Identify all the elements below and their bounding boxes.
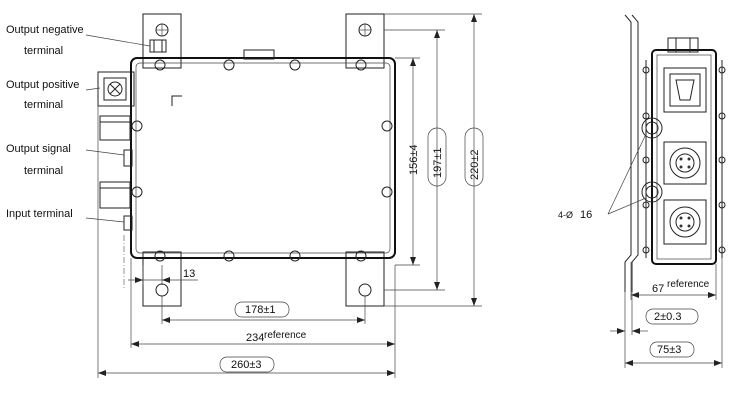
label-output-negative-2: terminal xyxy=(24,45,63,57)
side-connector-middle xyxy=(663,141,707,185)
label-output-signal-2: terminal xyxy=(24,165,63,177)
output-negative-terminal xyxy=(149,39,167,53)
side-bolts xyxy=(642,60,726,258)
label-output-signal-1: Output signal xyxy=(6,143,71,155)
dim-260: 260±3 xyxy=(231,359,262,371)
side-connector-top xyxy=(663,67,707,113)
label-output-negative-1: Output negative xyxy=(6,24,84,36)
side-view: 4-Ø 16 xyxy=(558,14,726,292)
output-positive-terminal xyxy=(97,71,135,107)
label-leaders xyxy=(85,34,151,223)
dim-197: 197±1 xyxy=(432,147,444,178)
mounting-ear-top-left xyxy=(142,13,182,69)
output-signal-terminal xyxy=(99,115,133,167)
dim-234-ref: reference xyxy=(264,330,307,341)
mounting-ear-top-right xyxy=(345,13,385,69)
side-dimensions: 67 reference 2±0.3 75±3 xyxy=(610,258,723,368)
front-dimensions: 156±4 197±1 220±2 13 178±1 xyxy=(97,13,484,378)
dim-67: 67 xyxy=(652,283,664,295)
hole-value: 16 xyxy=(580,209,592,221)
housing-outline xyxy=(130,57,396,259)
dim-2: 2±0.3 xyxy=(654,311,681,323)
hole-callout: 4-Ø 16 xyxy=(558,209,592,221)
label-output-positive-2: terminal xyxy=(24,99,63,111)
label-input-terminal: Input terminal xyxy=(6,208,73,220)
dim-67-ref: reference xyxy=(667,279,710,290)
housing-inner-outline xyxy=(135,62,391,254)
front-view xyxy=(85,13,396,307)
dim-234: 234 xyxy=(246,332,264,344)
dim-13: 13 xyxy=(183,268,195,280)
perimeter-screws xyxy=(131,59,393,262)
label-output-positive-1: Output positive xyxy=(6,79,79,91)
dim-220: 220±2 xyxy=(469,149,481,180)
input-terminal xyxy=(99,181,133,231)
dim-178: 178±1 xyxy=(245,304,276,316)
side-connector-bottom xyxy=(663,199,707,245)
hole-prefix: 4-Ø xyxy=(558,210,573,220)
dim-156: 156±4 xyxy=(408,144,420,175)
terminal-labels: Output negative terminal Output positive… xyxy=(6,24,84,220)
dim-75: 75±3 xyxy=(657,344,681,356)
